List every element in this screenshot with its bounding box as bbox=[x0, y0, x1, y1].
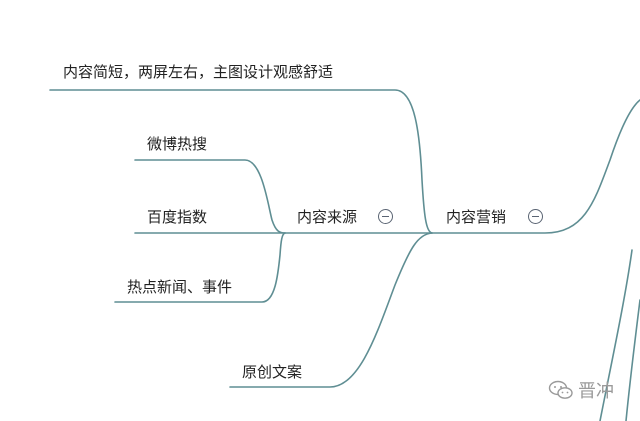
node-content-source[interactable]: 内容来源 bbox=[297, 208, 358, 226]
node-baidu-index[interactable]: 百度指数 bbox=[147, 208, 208, 226]
node-weibo-hot-search[interactable]: 微博热搜 bbox=[147, 135, 208, 153]
branch-content-marketing bbox=[431, 99, 640, 234]
node-hot-news-events[interactable]: 热点新闻、事件 bbox=[127, 278, 233, 296]
branch-content-brief bbox=[49, 89, 433, 234]
node-original-copy[interactable]: 原创文案 bbox=[242, 363, 303, 381]
watermark: 晋冲 bbox=[548, 377, 614, 403]
node-content-marketing[interactable]: 内容营销 bbox=[446, 208, 507, 226]
wechat-icon bbox=[548, 380, 573, 399]
branch-right-lower-1 bbox=[599, 249, 633, 421]
collapse-content-marketing-icon[interactable] bbox=[528, 209, 543, 224]
watermark-text: 晋冲 bbox=[578, 381, 614, 402]
branch-hot-news bbox=[114, 232, 286, 303]
collapse-content-source-icon[interactable] bbox=[378, 209, 393, 224]
branch-original-copy bbox=[229, 232, 433, 388]
branch-right-lower-2 bbox=[625, 299, 640, 421]
node-content-brief[interactable]: 内容简短，两屏左右，主图设计观感舒适 bbox=[63, 63, 334, 81]
